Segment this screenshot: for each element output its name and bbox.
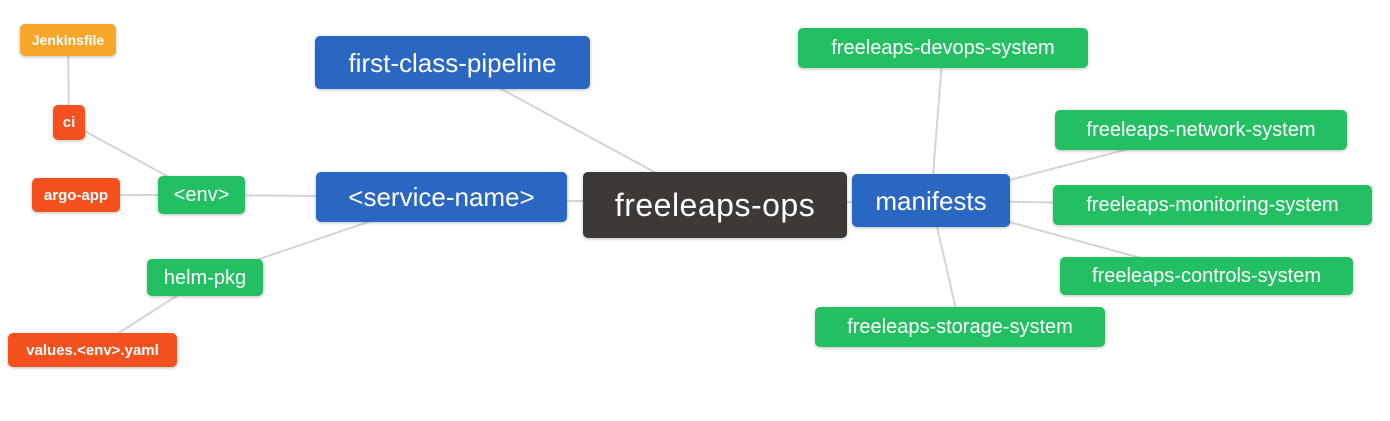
- node-helm-pkg[interactable]: helm-pkg: [147, 259, 263, 296]
- node-first-class-pipeline[interactable]: first-class-pipeline: [315, 36, 590, 89]
- node-manifests[interactable]: manifests: [852, 174, 1010, 227]
- node-freeleaps-ops[interactable]: freeleaps-ops: [583, 172, 847, 238]
- node-ci[interactable]: ci: [53, 105, 85, 140]
- node-service-name[interactable]: <service-name>: [316, 172, 567, 222]
- node-devops-system[interactable]: freeleaps-devops-system: [798, 28, 1088, 68]
- node-argo-app[interactable]: argo-app: [32, 178, 120, 212]
- node-controls-system[interactable]: freeleaps-controls-system: [1060, 257, 1353, 295]
- node-monitoring-system[interactable]: freeleaps-monitoring-system: [1053, 185, 1372, 225]
- node-values-env-yaml[interactable]: values.<env>.yaml: [8, 333, 177, 367]
- node-network-system[interactable]: freeleaps-network-system: [1055, 110, 1347, 150]
- node-storage-system[interactable]: freeleaps-storage-system: [815, 307, 1105, 347]
- node-env[interactable]: <env>: [158, 176, 245, 214]
- node-jenkinsfile[interactable]: Jenkinsfile: [20, 24, 116, 56]
